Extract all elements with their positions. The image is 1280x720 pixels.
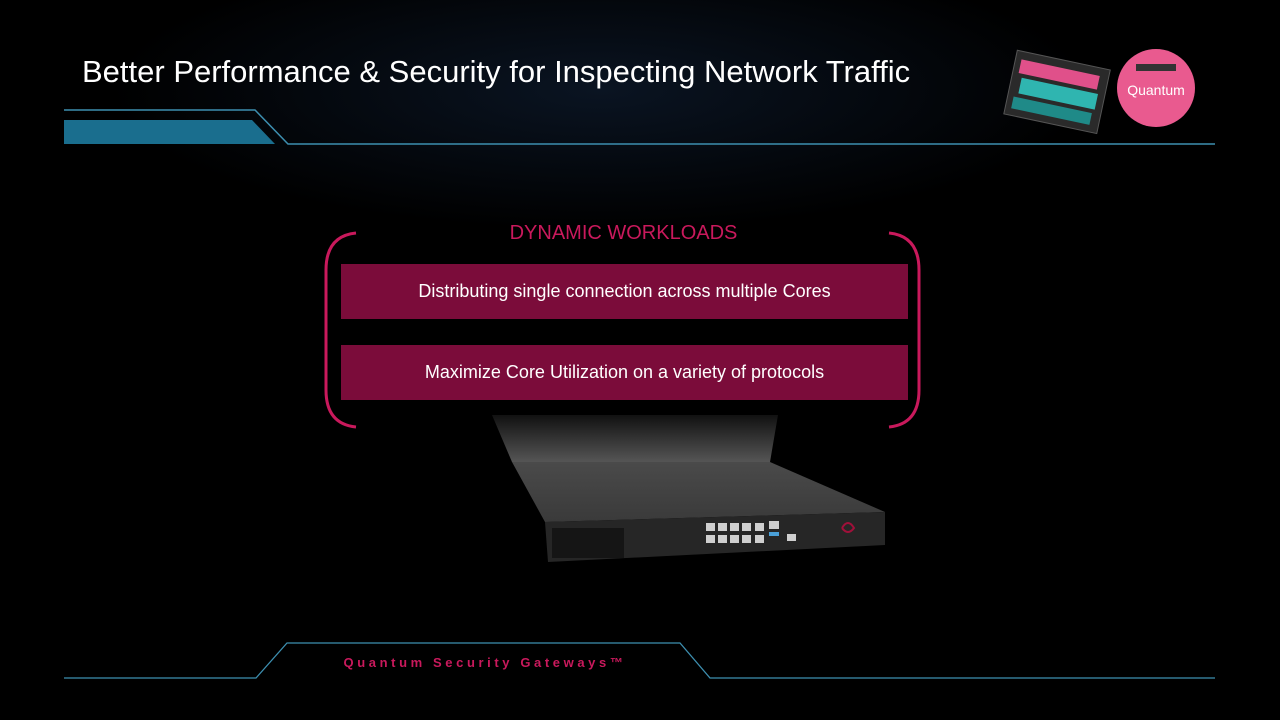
section-heading: DYNAMIC WORKLOADS: [509, 222, 738, 244]
feature-label: Maximize Core Utilization on a variety o…: [424, 362, 825, 382]
security-appliance-image: [492, 415, 885, 562]
footer-text: Quantum Security Gateways™: [343, 655, 627, 670]
product-box-icon: [1003, 49, 1111, 135]
feature-label: Distributing single connection across mu…: [418, 281, 831, 301]
quantum-seal-badge: Quantum: [1117, 49, 1195, 127]
header-rule: [64, 109, 1215, 145]
feature-box: Distributing single connection across mu…: [341, 264, 908, 319]
header-teal-bar: [64, 120, 275, 144]
feature-box: Maximize Core Utilization on a variety o…: [341, 345, 908, 400]
footer-rule: [64, 642, 1215, 679]
slide-title: Better Performance & Security for Inspec…: [82, 54, 911, 89]
seal-brand-text: Quantum: [1127, 82, 1185, 98]
brackets: [324, 231, 921, 429]
